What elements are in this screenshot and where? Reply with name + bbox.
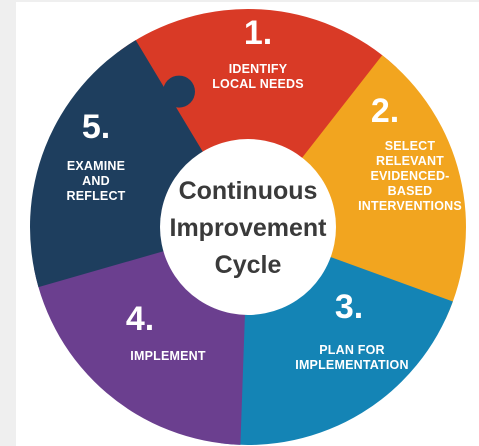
- step-2-label-line-5: INTERVENTIONS: [358, 199, 462, 213]
- step-4-number: 4.: [126, 300, 154, 338]
- step-5-label-line-3: REFLECT: [66, 189, 125, 203]
- center-hub: [160, 139, 336, 315]
- cycle-segment-2: [300, 55, 466, 320]
- center-title-line-2: Improvement: [170, 214, 328, 242]
- center-title-line-3: Cycle: [215, 251, 282, 279]
- step-2-label-line-4: BASED: [388, 184, 433, 198]
- step-5-label-line-2: AND: [82, 174, 110, 188]
- step-2-label-line-3: EVIDENCED-: [370, 169, 449, 183]
- step-5-number: 5.: [82, 108, 110, 146]
- step-3-number: 3.: [335, 288, 363, 326]
- step-3-label-line-1: PLAN FOR: [319, 343, 385, 357]
- step-4-label-line-1: IMPLEMENT: [130, 349, 206, 363]
- step-1-number: 1.: [244, 14, 272, 52]
- puzzle-knob-5: [162, 75, 195, 108]
- step-1-label-line-2: LOCAL NEEDS: [212, 77, 304, 91]
- step-3-label-line-2: IMPLEMENTATION: [295, 358, 408, 372]
- step-5-label-line-1: EXAMINE: [67, 159, 125, 173]
- step-2-number: 2.: [371, 92, 399, 130]
- cycle-segment-3: [221, 256, 453, 445]
- step-1-label-line-1: IDENTIFY: [229, 62, 288, 76]
- step-2-label-line-1: SELECT: [385, 139, 436, 153]
- center-title-line-1: Continuous: [179, 177, 318, 205]
- step-2-label-line-2: RELEVANT: [376, 154, 444, 168]
